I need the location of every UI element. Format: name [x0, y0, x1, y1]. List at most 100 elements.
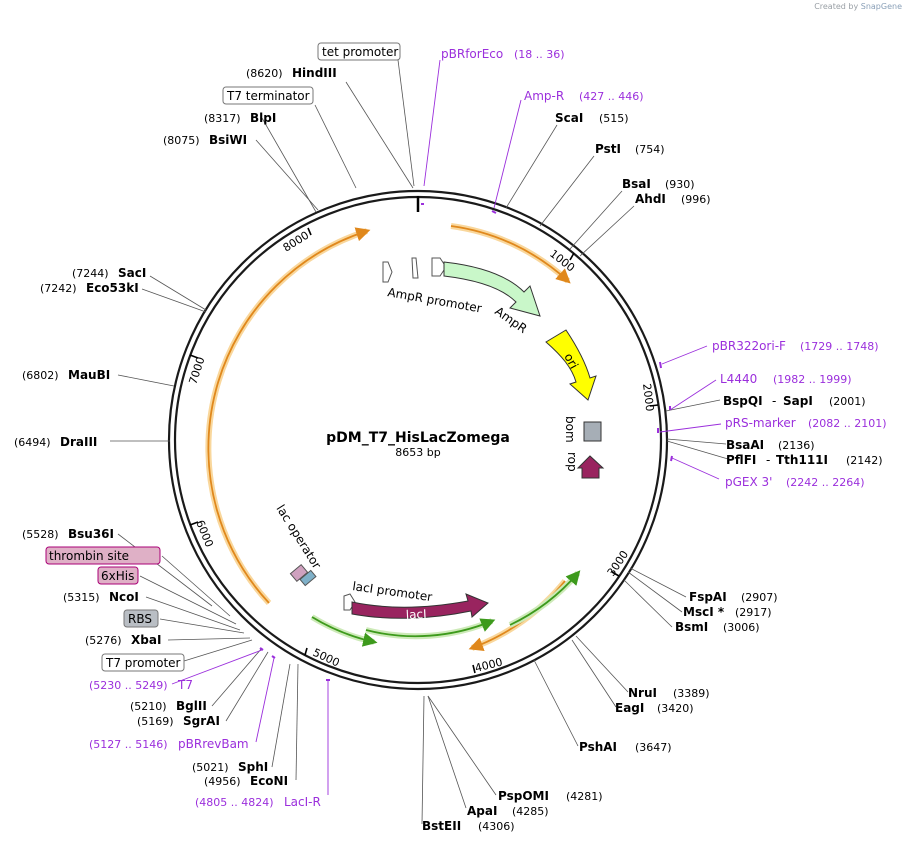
primer-pos-lacir: (4805 .. 4824) — [195, 796, 274, 809]
site-pos-xbai: (5276) — [85, 634, 122, 647]
right-sites: ScaI (515) PstI (754) BsaI (930) AhdI (9… — [422, 111, 883, 833]
site-pos-saci: (7244) — [72, 267, 109, 280]
site-pos-draiii: (6494) — [14, 436, 51, 449]
site-pos-bsteii: (4306) — [478, 820, 515, 833]
rop-label: rop — [565, 452, 579, 472]
primer-lacir: LacI-R — [284, 795, 321, 809]
tick-6000: 6000 — [193, 518, 216, 549]
site-bglii: BglII — [176, 699, 207, 713]
site-pos-eagi: (3420) — [657, 702, 694, 715]
site-bsmi: BsmI — [675, 620, 708, 634]
t7-terminator-glyph — [411, 257, 419, 279]
snapgene-credit: Created by SnapGene — [814, 2, 902, 11]
site-saci: SacI — [118, 266, 146, 280]
primer-pos-t7: (5230 .. 5249) — [89, 679, 168, 692]
primer-prsmarker: pRS-marker — [725, 416, 796, 430]
site-pos-fspai: (2907) — [741, 591, 778, 604]
site-pos-sgrai: (5169) — [137, 715, 174, 728]
site-ahdi: AhdI — [635, 192, 666, 206]
site-pos-eco53ki: (7242) — [40, 282, 77, 295]
primer-pos-l4440: (1982 .. 1999) — [773, 373, 852, 386]
site-bsu36i: Bsu36I — [68, 527, 114, 541]
site-pos-bsmi: (3006) — [723, 621, 760, 634]
orf-arc-left — [205, 228, 368, 606]
site-pos-bsaai: (2136) — [778, 439, 815, 452]
site-tth111i: Tth111I — [776, 453, 828, 467]
svg-text:-: - — [766, 453, 770, 467]
primer-leader-lines — [171, 59, 722, 795]
site-apai: ApaI — [467, 804, 497, 818]
site-eco53ki: Eco53kI — [86, 281, 139, 295]
site-pos-psti: (754) — [635, 143, 665, 156]
snapgene-logo: SnapGene — [860, 2, 902, 11]
ampr-promoter-label: AmpR promoter — [386, 285, 482, 315]
site-draiii: DraIII — [60, 435, 97, 449]
his6-label: 6xHis — [101, 569, 134, 583]
plasmid-name: pDM_T7_HisLacZomega — [326, 430, 510, 446]
primer-pbrrevbam: pBRrevBam — [178, 737, 249, 751]
ampr-promoter-arrow — [431, 257, 447, 277]
site-pflfi: PflFI — [726, 453, 756, 467]
site-pshai: PshAI — [579, 740, 617, 754]
primer-t7: T7 — [177, 678, 193, 692]
site-pos-msci: (2917) — [735, 606, 772, 619]
thrombin-site-label: thrombin site — [49, 549, 129, 563]
boxed-labels: tet promoter T7 terminator thrombin site… — [45, 42, 401, 672]
tick-8000: 8000 — [281, 229, 312, 255]
his-tag-glyph — [299, 569, 317, 587]
orf-arc-green-1 — [310, 614, 375, 645]
rbs-label: RBS — [128, 612, 152, 626]
primer-ampr: Amp-R — [524, 89, 564, 103]
site-fspai: FspAI — [689, 590, 727, 604]
lac-operator-label: lac operator — [273, 502, 323, 571]
ori-label: ori — [561, 351, 581, 371]
site-xbai: XbaI — [131, 633, 161, 647]
site-leader-lines — [110, 59, 729, 825]
site-pspomi: PspOMI — [498, 789, 549, 803]
primer-pgex3: pGEX 3' — [725, 475, 772, 489]
site-pos-bglii: (5210) — [130, 700, 167, 713]
site-pos-ncoi: (5315) — [63, 591, 100, 604]
t7-promoter-label: T7 promoter — [105, 656, 181, 670]
site-maubi: MauBI — [68, 368, 110, 382]
svg-text:-: - — [772, 394, 776, 408]
left-sites: (8620) HindIII (8317) BlpI (8075) BsiWI … — [14, 66, 337, 788]
site-sgrai: SgrAI — [183, 714, 220, 728]
site-msci: MscI * — [683, 605, 725, 619]
bom-feature — [583, 421, 602, 442]
site-pos-tth111i: (2142) — [846, 454, 883, 467]
primer-labels: pBRforEco (18 .. 36) Amp-R (427 .. 446) … — [89, 47, 887, 809]
site-pos-maubi: (6802) — [22, 369, 59, 382]
site-blpi: BlpI — [250, 111, 276, 125]
laci-promoter-label: lacI promoter — [352, 579, 434, 604]
ori-feature — [545, 329, 597, 401]
primer-pbr322orif: pBR322ori-F — [712, 339, 786, 353]
site-bsiwi: BsiWI — [209, 133, 247, 147]
site-sphi: SphI — [238, 760, 268, 774]
laci-label: lacI — [405, 607, 427, 622]
primer-pos-pgex3: (2242 .. 2264) — [786, 476, 865, 489]
tet-promoter-arrow — [382, 261, 393, 283]
site-pos-blpi: (8317) — [204, 112, 241, 125]
primer-pos-ampr: (427 .. 446) — [579, 90, 644, 103]
site-nrui: NruI — [628, 686, 657, 700]
site-econi: EcoNI — [250, 774, 288, 788]
site-pos-bsu36i: (5528) — [22, 528, 59, 541]
site-hindiii: HindIII — [292, 66, 337, 80]
primer-pos-prsmarker: (2082 .. 2101) — [808, 417, 887, 430]
orf-arc-green-3 — [508, 571, 581, 628]
primer-marks — [259, 203, 673, 681]
tick-2000: 2000 — [640, 383, 656, 412]
site-pos-apai: (4285) — [512, 805, 549, 818]
site-pos-pshai: (3647) — [635, 741, 672, 754]
primer-pos-pbrforeco: (18 .. 36) — [514, 48, 565, 61]
site-psti: PstI — [595, 142, 621, 156]
laci-gene — [351, 593, 489, 619]
site-pos-bsiwi: (8075) — [163, 134, 200, 147]
primer-pbrforeco: pBRforEco — [441, 47, 503, 61]
orf-arc-bottom-right — [470, 579, 568, 651]
rop-feature — [576, 455, 605, 479]
t7-terminator-label: T7 terminator — [226, 89, 310, 103]
site-pos-nrui: (3389) — [673, 687, 710, 700]
site-pos-econi: (4956) — [204, 775, 241, 788]
